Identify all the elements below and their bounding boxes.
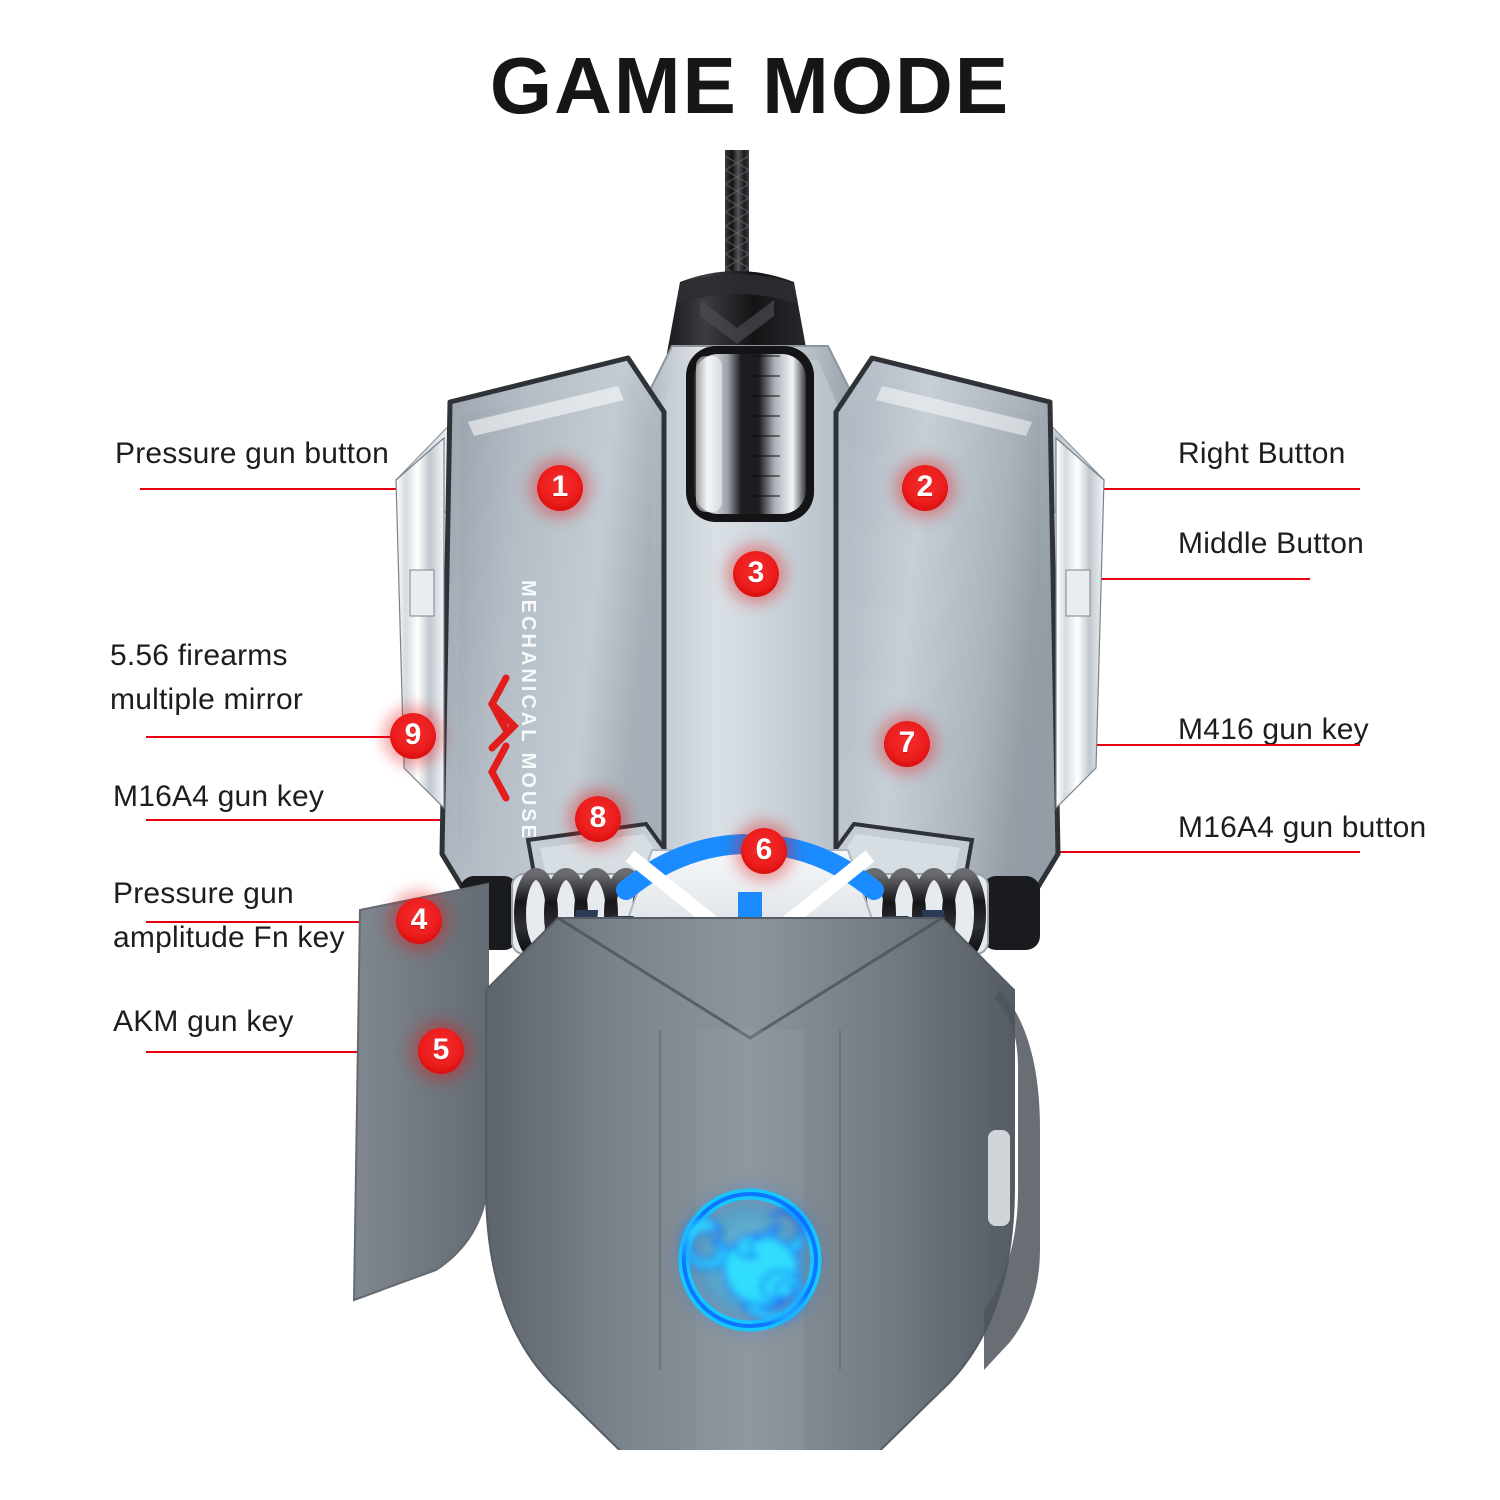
callout-label-7: M416 gun key	[1178, 713, 1369, 746]
page-title: GAME MODE	[489, 41, 1011, 130]
callout-label-9: 5.56 firearms multiple mirror	[110, 639, 304, 716]
usb-cable	[724, 150, 750, 290]
callout-label-2: Right Button	[1178, 437, 1346, 470]
callout-number-5: 5	[432, 1033, 450, 1066]
callout-number-2: 2	[916, 470, 934, 503]
callout-number-8: 8	[589, 801, 607, 834]
callout-marker-3[interactable]: 3	[733, 551, 779, 597]
callout-label-8: M16A4 gun key	[113, 780, 325, 813]
scroll-wheel	[686, 346, 814, 522]
callout-leader-1	[140, 488, 560, 490]
callout-marker-6[interactable]: 6	[741, 828, 787, 874]
callout-marker-2[interactable]: 2	[902, 465, 948, 511]
callout-marker-7[interactable]: 7	[884, 721, 930, 767]
callout-number-3: 3	[747, 556, 765, 589]
callout-label-3: Middle Button	[1178, 527, 1365, 560]
callout-label-4: Pressure gun amplitude Fn key	[113, 877, 345, 954]
callout-leader-2	[948, 488, 1360, 490]
mouse-palm-rest	[352, 882, 1040, 1450]
callout-leader-9	[146, 736, 396, 738]
callout-number-6: 6	[755, 833, 773, 866]
callout-leader-6	[788, 851, 1360, 853]
red-logo-mark	[488, 674, 519, 802]
callout-marker-9[interactable]: 9	[390, 713, 436, 759]
callout-number-4: 4	[410, 903, 428, 936]
callout-marker-8[interactable]: 8	[575, 796, 621, 842]
callout-marker-1[interactable]: 1	[537, 465, 583, 511]
callout-label-6: M16A4 gun button	[1178, 811, 1427, 844]
callout-number-1: 1	[551, 470, 569, 503]
callout-leader-5	[146, 1051, 424, 1053]
scorpion-logo	[668, 1178, 832, 1342]
brand-text: MECHANICAL MOUSE	[517, 580, 539, 841]
callout-label-1: Pressure gun button	[115, 437, 389, 470]
callout-leader-8	[146, 819, 581, 821]
callout-number-7: 7	[898, 726, 916, 759]
callout-marker-4[interactable]: 4	[396, 898, 442, 944]
gaming-mouse-illustration: MECHANICAL MOUSE	[300, 150, 1200, 1450]
callout-leader-4	[146, 921, 402, 923]
callout-label-5: AKM gun key	[113, 1005, 294, 1038]
callout-number-9: 9	[404, 718, 422, 751]
callout-leader-7	[930, 744, 1360, 746]
callout-marker-5[interactable]: 5	[418, 1028, 464, 1074]
